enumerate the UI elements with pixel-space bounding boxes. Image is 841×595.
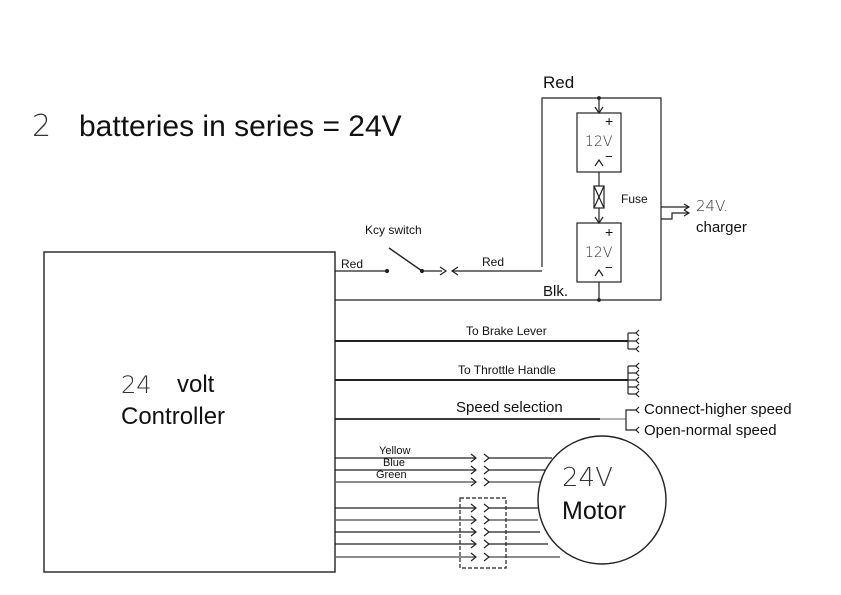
bottom-wire-label: Blk.	[543, 283, 569, 300]
top-wire-label: Red	[543, 73, 575, 92]
controller-box	[43, 251, 336, 573]
switch-left-wire-label: Red	[341, 257, 364, 271]
motor-circle	[537, 435, 667, 565]
battery-2-plus: +	[605, 224, 614, 240]
hall-connector-box	[459, 497, 507, 569]
battery-frame-wire	[335, 97, 662, 301]
hall-sensor-wires	[335, 497, 560, 569]
speed-option-normal: Open-normal speed	[644, 422, 777, 439]
charger-lead-negative	[661, 212, 688, 220]
brake-lever-label: To Brake Lever	[466, 324, 547, 338]
key-switch-blade[interactable]	[388, 247, 423, 272]
battery-1-minus: −	[605, 149, 613, 164]
motor-voltage: 24V	[562, 463, 613, 493]
motor-label: Motor	[562, 497, 626, 525]
phase-wires	[335, 453, 552, 487]
speed-selection-label: Speed selection	[456, 399, 563, 416]
wire-label-green: Green	[376, 469, 407, 481]
battery-1-label: 12V	[585, 134, 613, 150]
speed-option-higher: Connect-higher speed	[644, 401, 792, 418]
wire-label-blue: Blue	[383, 457, 406, 469]
charger-label: charger	[696, 219, 747, 236]
controller-label: Controller	[121, 403, 226, 430]
wire-label-yellow: Yellow	[379, 445, 411, 457]
battery-2-label: 12V	[585, 245, 613, 261]
title-prefix: 2	[32, 109, 52, 144]
page-title: batteries in series = 24V	[79, 110, 402, 143]
fuse-label: Fuse	[621, 192, 648, 206]
battery-1-plus: +	[605, 113, 614, 129]
charger-voltage: 24V.	[696, 197, 729, 215]
switch-right-wire-label: Red	[482, 255, 505, 269]
controller-unit: volt	[177, 371, 215, 398]
key-switch-label: Kcy switch	[365, 223, 422, 237]
controller-voltage: 24	[121, 371, 152, 399]
throttle-label: To Throttle Handle	[458, 363, 556, 377]
battery-2-minus: −	[605, 260, 613, 275]
